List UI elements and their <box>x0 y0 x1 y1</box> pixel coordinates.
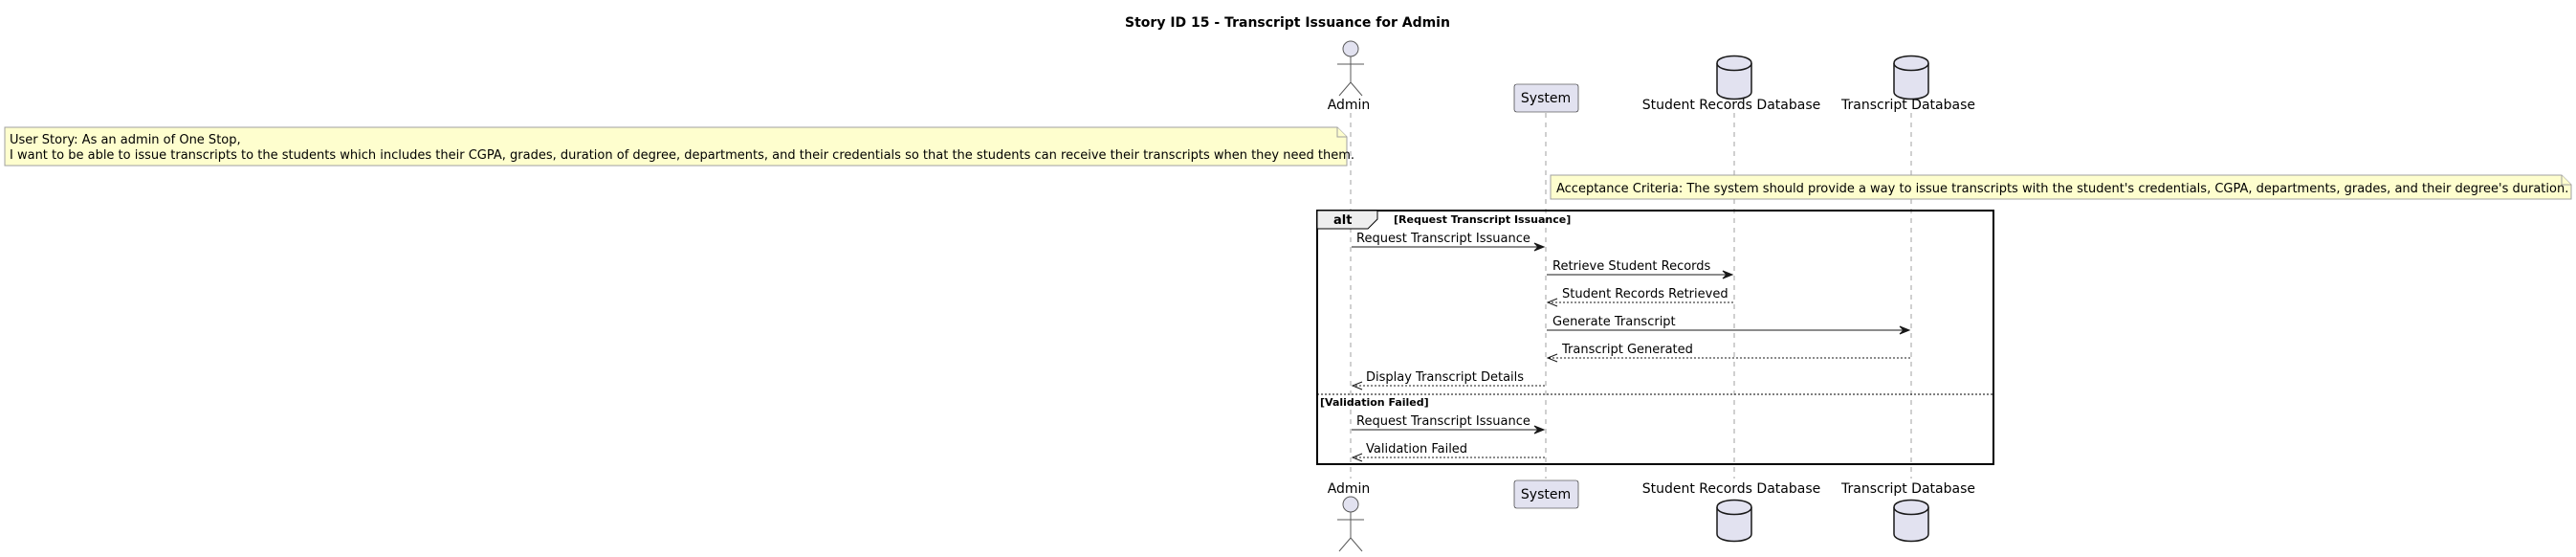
diagram-title: Story ID 15 - Transcript Issuance for Ad… <box>1125 15 1450 31</box>
database-icon <box>1893 55 1929 100</box>
note-user-story: User Story: As an admin of One Stop, I w… <box>4 126 1354 167</box>
actor-icon <box>1337 40 1364 97</box>
message-2: Retrieve Student Records <box>1547 259 1734 279</box>
database-icon <box>1893 499 1929 543</box>
message-5: Transcript Generated <box>1546 343 1910 363</box>
participant-student-records-database-bottom: Student Records Database <box>1642 481 1820 543</box>
database-icon <box>1716 499 1752 543</box>
note-acceptance-criteria: Acceptance Criteria: The system should p… <box>1550 174 2572 200</box>
message-label: Request Transcript Issuance <box>1356 414 1530 429</box>
participant-label: Transcript Database <box>1840 98 1975 113</box>
message-4: Generate Transcript <box>1547 315 1911 335</box>
message-label: Retrieve Student Records <box>1552 259 1711 274</box>
participant-admin-bottom: Admin <box>1328 481 1371 552</box>
fragment-guard: [Validation Failed] <box>1320 396 1429 409</box>
note-line: I want to be able to issue transcripts t… <box>10 148 1354 163</box>
message-label: Validation Failed <box>1366 442 1467 457</box>
participant-system-top: System <box>1513 83 1579 113</box>
message-label: Display Transcript Details <box>1366 370 1524 385</box>
participant-system-bottom: System <box>1513 479 1579 509</box>
note-line: Acceptance Criteria: The system should p… <box>1556 182 2568 196</box>
participant-label: Transcript Database <box>1840 481 1975 497</box>
fragment-tag: alt <box>1333 213 1352 228</box>
message-8: Validation Failed <box>1351 442 1545 462</box>
message-label: Student Records Retrieved <box>1562 287 1728 301</box>
participant-label: System <box>1521 91 1571 106</box>
database-icon <box>1716 55 1752 100</box>
fragment-guard: [Request Transcript Issuance] <box>1394 213 1571 226</box>
alt-fragment: alt [Request Transcript Issuance] [Valid… <box>1316 210 1994 465</box>
participant-student-records-database-top: Student Records Database <box>1642 55 1820 113</box>
message-1: Request Transcript Issuance <box>1352 232 1546 252</box>
message-3: Student Records Retrieved <box>1546 287 1733 307</box>
participant-label: Student Records Database <box>1642 98 1820 113</box>
message-7: Request Transcript Issuance <box>1352 414 1546 434</box>
participant-admin-top: Admin <box>1328 40 1371 113</box>
message-6: Display Transcript Details <box>1351 370 1545 390</box>
message-label: Generate Transcript <box>1552 315 1676 329</box>
message-label: Request Transcript Issuance <box>1356 232 1530 246</box>
participant-transcript-database-top: Transcript Database <box>1840 55 1975 113</box>
participant-label: Admin <box>1328 98 1371 113</box>
participant-label: Student Records Database <box>1642 481 1820 497</box>
participant-label: System <box>1521 487 1571 502</box>
actor-icon <box>1337 496 1364 552</box>
message-label: Transcript Generated <box>1561 343 1693 357</box>
participant-label: Admin <box>1328 481 1371 497</box>
participant-transcript-database-bottom: Transcript Database <box>1840 481 1975 543</box>
note-line: User Story: As an admin of One Stop, <box>10 133 241 147</box>
